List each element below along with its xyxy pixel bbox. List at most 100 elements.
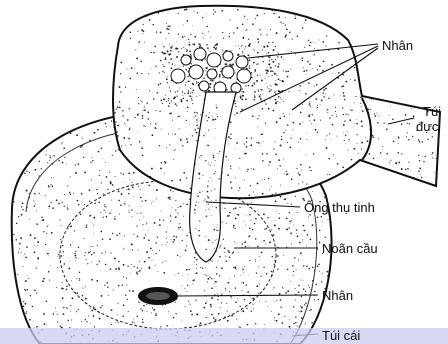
- stipple-dot: [271, 86, 272, 87]
- stipple-dot: [169, 62, 170, 63]
- stipple-dot: [37, 112, 38, 113]
- stipple-dot: [216, 286, 217, 287]
- stipple-dot: [94, 252, 95, 253]
- stipple-dot: [222, 32, 223, 33]
- stipple-dot: [285, 34, 287, 36]
- stipple-dot: [196, 122, 197, 123]
- stipple-dot: [310, 42, 311, 43]
- stipple-dot: [153, 98, 155, 100]
- stipple-dot: [293, 271, 294, 272]
- male-nucleus: [223, 51, 233, 61]
- stipple-dot: [216, 239, 217, 240]
- stipple-dot: [322, 92, 323, 93]
- stipple-dot: [302, 60, 303, 61]
- stipple-dot: [190, 88, 191, 89]
- stipple-dot: [342, 107, 343, 108]
- stipple-dot: [368, 76, 370, 78]
- stipple-dot: [202, 17, 203, 18]
- stipple-dot: [267, 306, 268, 307]
- stipple-dot: [187, 76, 188, 77]
- stipple-dot: [360, 96, 362, 98]
- stipple-dot: [269, 91, 271, 93]
- stipple-dot: [259, 301, 260, 302]
- stipple-dot: [186, 235, 187, 236]
- stipple-dot: [327, 174, 328, 175]
- stipple-dot: [104, 204, 105, 205]
- stipple-dot: [71, 280, 72, 281]
- stipple-dot: [249, 214, 251, 216]
- stipple-dot: [205, 160, 206, 161]
- stipple-dot: [105, 252, 106, 253]
- stipple-dot: [276, 32, 278, 34]
- stipple-dot: [34, 205, 36, 207]
- stipple-dot: [303, 265, 305, 267]
- stipple-dot: [256, 272, 257, 273]
- stipple-dot: [210, 79, 212, 81]
- stipple-dot: [132, 186, 134, 188]
- stipple-dot: [42, 138, 44, 140]
- stipple-dot: [437, 32, 438, 33]
- stipple-dot: [185, 250, 187, 252]
- stipple-dot: [151, 69, 152, 70]
- stipple-dot: [196, 132, 198, 134]
- stipple-dot: [25, 280, 27, 282]
- stipple-dot: [265, 103, 266, 104]
- stipple-dot: [262, 153, 264, 155]
- stipple-dot: [236, 27, 238, 29]
- stipple-dot: [315, 284, 317, 286]
- stipple-dot: [206, 44, 208, 46]
- stipple-dot: [421, 27, 422, 28]
- stipple-dot: [328, 97, 330, 99]
- stipple-dot: [126, 284, 127, 285]
- stipple-dot: [432, 136, 433, 137]
- stipple-dot: [292, 275, 293, 276]
- stipple-dot: [309, 45, 311, 47]
- stipple-dot: [101, 148, 103, 150]
- stipple-dot: [392, 18, 393, 19]
- stipple-dot: [19, 243, 21, 245]
- stipple-dot: [104, 205, 105, 206]
- stipple-dot: [309, 103, 311, 105]
- stipple-dot: [357, 134, 358, 135]
- stipple-dot: [32, 133, 34, 135]
- stipple-dot: [330, 118, 331, 119]
- stipple-dot: [171, 240, 172, 241]
- stipple-dot: [162, 71, 163, 72]
- stipple-dot: [146, 304, 147, 305]
- stipple-dot: [178, 227, 179, 228]
- stipple-dot: [248, 275, 249, 276]
- stipple-dot: [22, 140, 23, 141]
- stipple-dot: [239, 306, 241, 308]
- stipple-dot: [39, 121, 40, 122]
- stipple-dot: [102, 305, 103, 306]
- stipple-dot: [176, 236, 177, 237]
- stipple-dot: [257, 75, 258, 76]
- stipple-dot: [63, 206, 64, 207]
- stipple-dot: [363, 16, 364, 17]
- stipple-dot: [119, 86, 121, 88]
- stipple-dot: [241, 99, 243, 101]
- stipple-dot: [50, 265, 51, 266]
- stipple-dot: [153, 52, 154, 53]
- stipple-dot: [216, 105, 217, 106]
- stipple-dot: [28, 278, 29, 279]
- stipple-dot: [407, 132, 408, 133]
- stipple-dot: [27, 207, 28, 208]
- stipple-dot: [117, 303, 118, 304]
- stipple-dot: [35, 147, 36, 148]
- stipple-dot: [142, 224, 143, 225]
- stipple-dot: [275, 192, 276, 193]
- stipple-dot: [208, 181, 209, 182]
- stipple-dot: [167, 50, 169, 52]
- stipple-dot: [138, 250, 139, 251]
- stipple-dot: [180, 226, 182, 228]
- stipple-dot: [124, 202, 125, 203]
- stipple-dot: [168, 33, 169, 34]
- stipple-dot: [296, 233, 297, 234]
- stipple-dot: [283, 70, 284, 71]
- stipple-dot: [317, 265, 319, 267]
- stipple-dot: [77, 200, 79, 202]
- stipple-dot: [322, 41, 324, 43]
- stipple-dot: [406, 200, 407, 201]
- stipple-dot: [183, 25, 184, 26]
